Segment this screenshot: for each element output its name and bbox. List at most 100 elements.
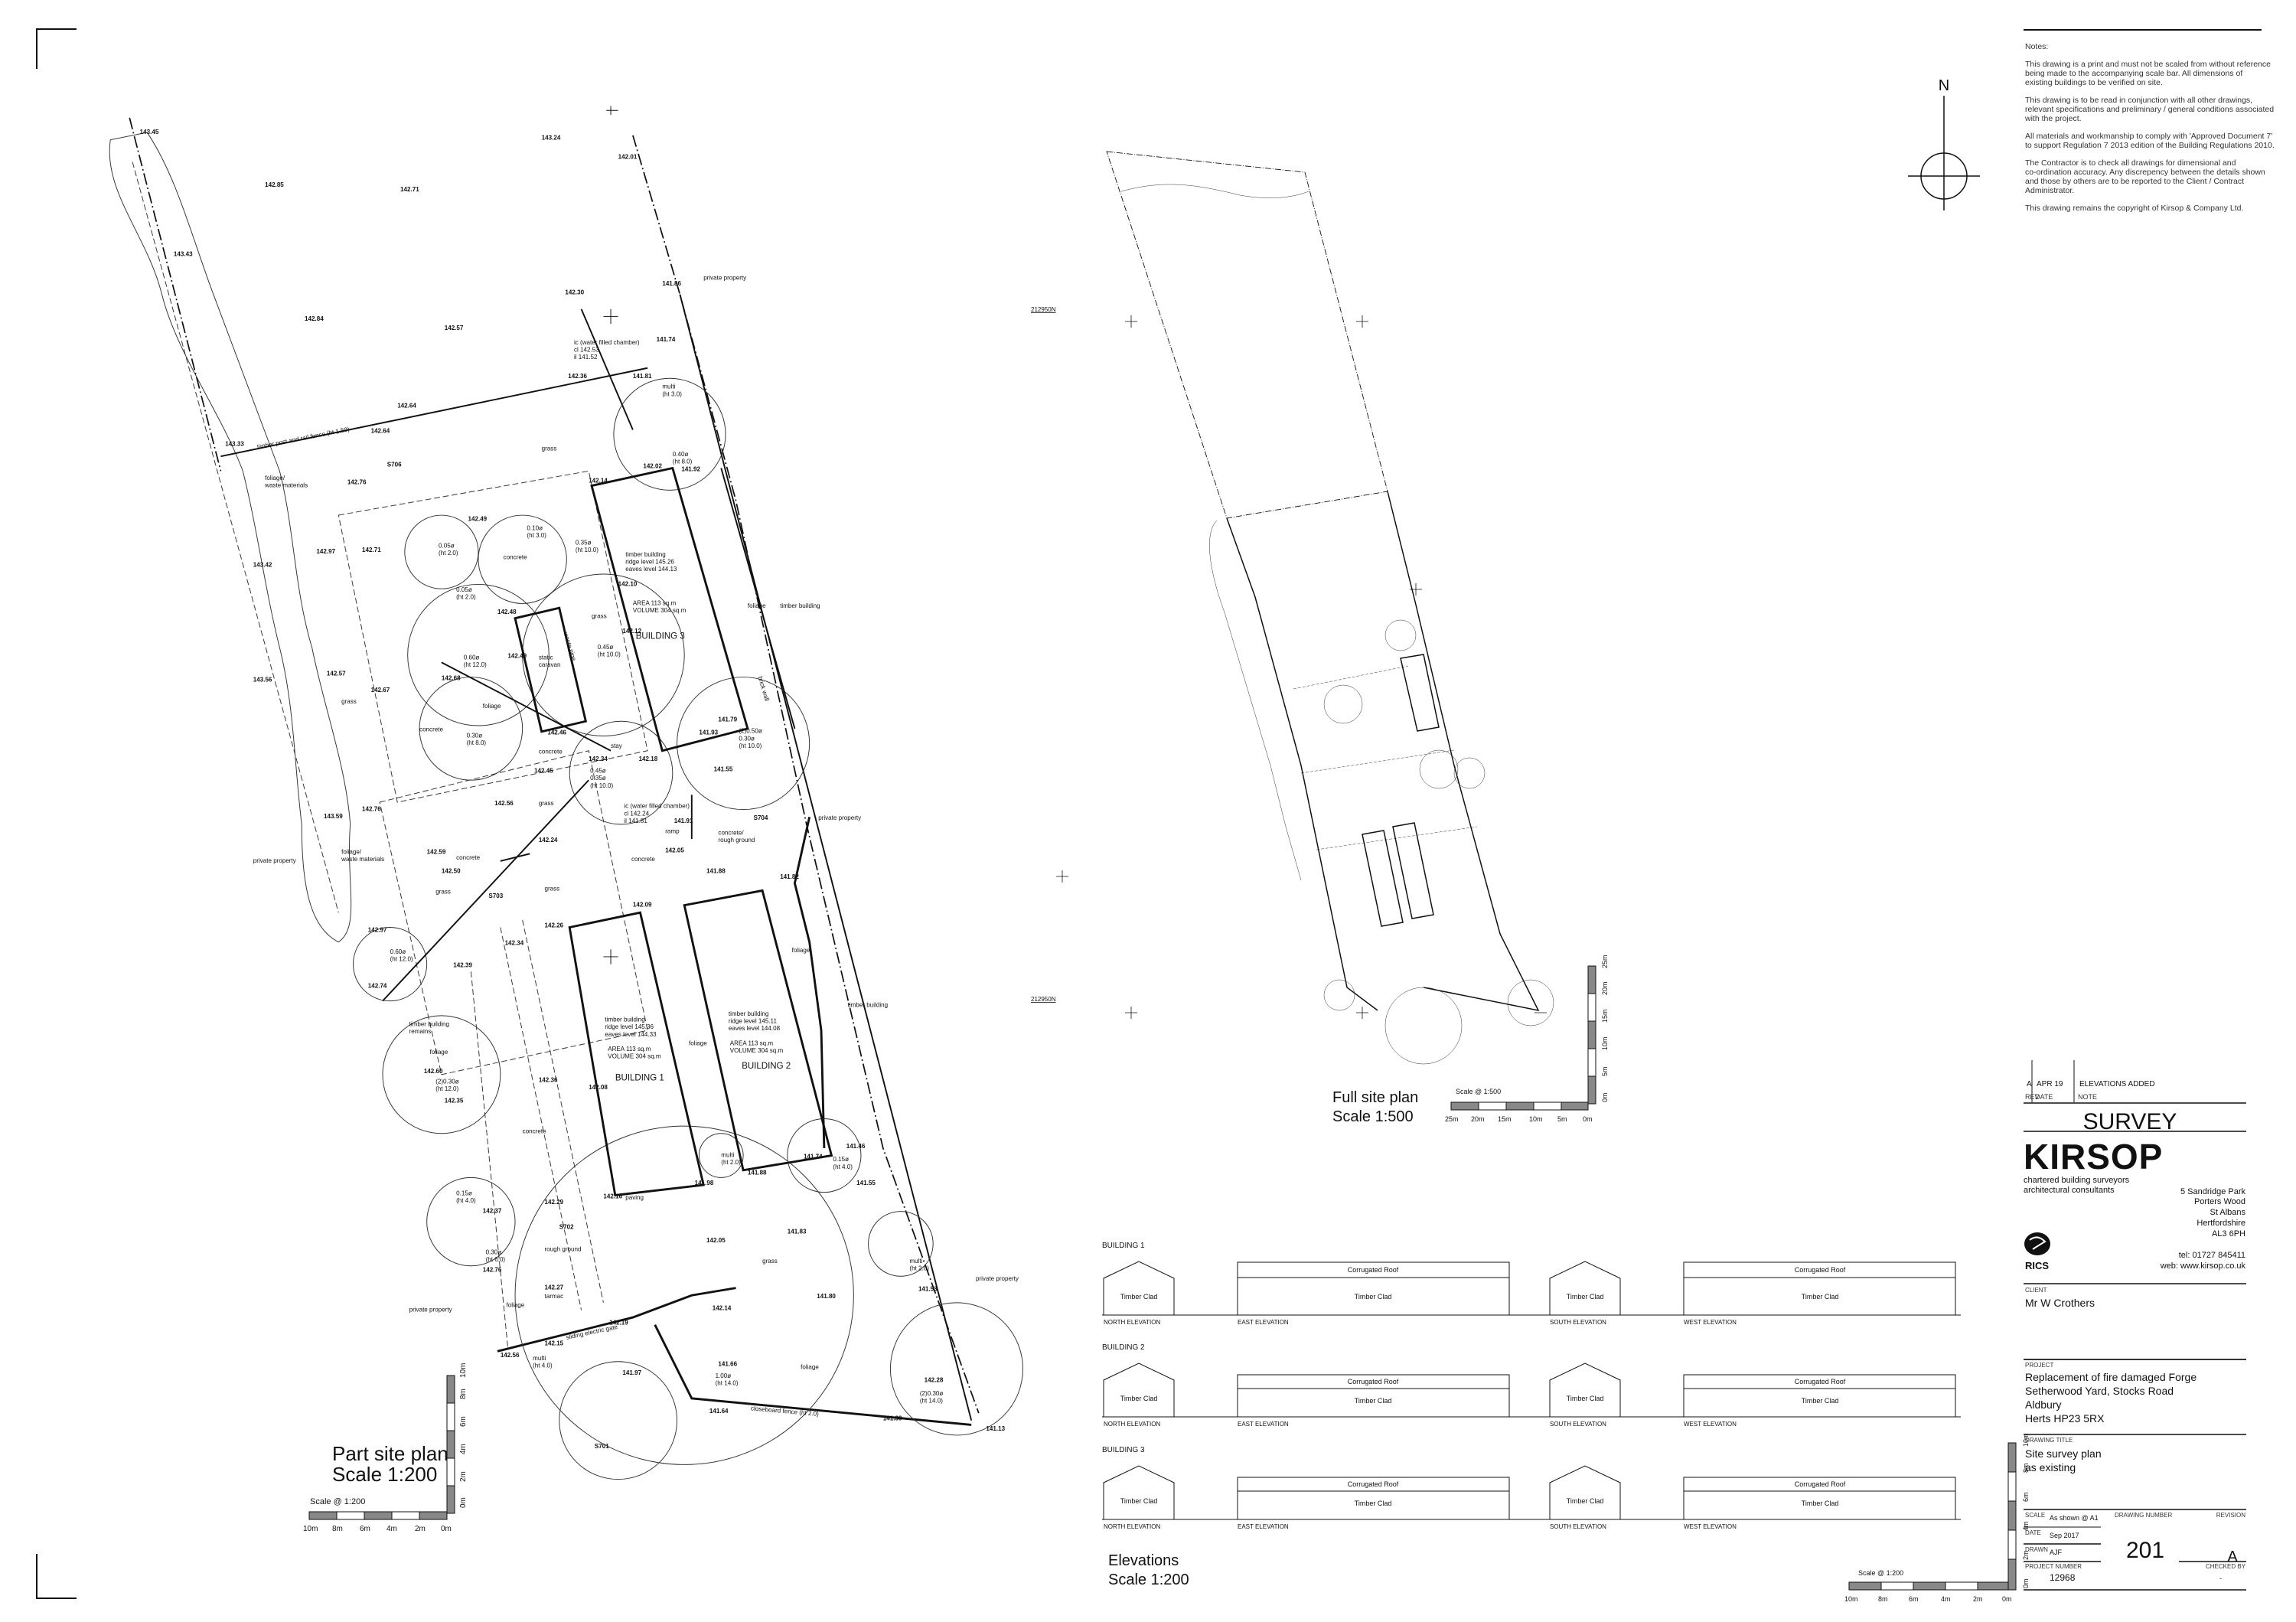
svg-text:WEST ELEVATION: WEST ELEVATION (1684, 1523, 1737, 1530)
svg-text:142.50: 142.50 (442, 867, 461, 874)
svg-text:142.01: 142.01 (618, 154, 638, 161)
tree-canopies (353, 377, 1023, 1480)
svg-text:Timber Clad: Timber Clad (1802, 1293, 1839, 1301)
svg-text:S704: S704 (754, 814, 768, 821)
svg-text:Replacement of fire damaged Fo: Replacement of fire damaged Forge (2025, 1371, 2197, 1383)
svg-text:This drawing is to be read in: This drawing is to be read in conjunctio… (2025, 96, 2252, 105)
svg-text:(ht 14.0): (ht 14.0) (716, 1380, 739, 1387)
site-boundary (129, 117, 980, 1414)
svg-text:SOUTH ELEVATION: SOUTH ELEVATION (1550, 1523, 1606, 1530)
svg-text:chartered building surveyors: chartered building surveyors (2024, 1176, 2130, 1185)
svg-text:142.76: 142.76 (362, 806, 381, 813)
svg-text:15m: 15m (1498, 1115, 1512, 1123)
svg-text:0m: 0m (2022, 1578, 2030, 1588)
elevations: BUILDING 1 Timber Clad Corrugated Roof T… (1102, 1242, 1961, 1588)
svg-text:Corrugated Roof: Corrugated Roof (1348, 1378, 1399, 1385)
svg-text:rough ground: rough ground (718, 837, 755, 844)
svg-text:paving: paving (625, 1194, 644, 1201)
svg-text:tarmac: tarmac (545, 1293, 564, 1300)
north-label: N (1939, 77, 1949, 94)
svg-text:142.46: 142.46 (547, 729, 566, 736)
svg-text:Corrugated Roof: Corrugated Roof (1348, 1266, 1399, 1274)
svg-text:10m: 10m (1601, 1036, 1609, 1050)
svg-text:0.30ø: 0.30ø (467, 732, 483, 739)
revision-note: ELEVATIONS ADDED (2079, 1080, 2155, 1088)
svg-text:25m: 25m (1601, 955, 1609, 968)
svg-text:141.46: 141.46 (846, 1143, 866, 1150)
svg-text:(ht 2.0): (ht 2.0) (909, 1265, 929, 1272)
svg-text:141.91: 141.91 (674, 818, 693, 824)
svg-text:All materials and workmanship: All materials and workmanship to comply … (2025, 132, 2272, 141)
svg-text:NOTE: NOTE (2078, 1093, 2097, 1101)
svg-text:NORTH ELEVATION: NORTH ELEVATION (1104, 1421, 1160, 1428)
svg-text:2m: 2m (1973, 1595, 1983, 1603)
svg-text:Timber Clad: Timber Clad (1567, 1293, 1604, 1301)
svg-text:141.79: 141.79 (718, 716, 737, 723)
svg-text:142.39: 142.39 (453, 961, 472, 968)
svg-text:waste materials: waste materials (264, 482, 308, 489)
svg-text:grass: grass (435, 888, 451, 895)
svg-text:foliage: foliage (507, 1302, 525, 1309)
svg-text:NORTH ELEVATION: NORTH ELEVATION (1104, 1523, 1160, 1530)
svg-text:being made to the accompanying: being made to the accompanying scale bar… (2025, 69, 2242, 78)
svg-text:Porters Wood: Porters Wood (2194, 1197, 2245, 1206)
svg-text:S703: S703 (488, 893, 503, 899)
svg-text:0.10ø: 0.10ø (527, 524, 543, 531)
svg-text:0m: 0m (1583, 1115, 1593, 1123)
svg-text:foliage: foliage (689, 1039, 707, 1046)
svg-text:concrete: concrete (539, 749, 563, 756)
spot-levels: 143.45 143.24 142.01 142.85 142.71 143.4… (140, 129, 1006, 1432)
svg-text:grass: grass (592, 613, 607, 620)
svg-text:to support Regulation 7 2013 e: to support Regulation 7 2013 edition of … (2025, 141, 2275, 150)
svg-text:(ht 4.0): (ht 4.0) (533, 1362, 553, 1369)
svg-text:8m: 8m (2022, 1463, 2030, 1473)
svg-text:timber building: timber building (625, 551, 665, 558)
svg-text:141.97: 141.97 (622, 1369, 641, 1376)
svg-text:DRAWN: DRAWN (2025, 1546, 2048, 1553)
svg-text:5 Sandridge Park: 5 Sandridge Park (2180, 1187, 2245, 1196)
svg-text:142.29: 142.29 (545, 1199, 564, 1206)
revision-date: APR 19 (2037, 1080, 2063, 1088)
svg-text:142.27: 142.27 (545, 1284, 564, 1291)
svg-text:timber building: timber building (605, 1017, 644, 1023)
svg-text:EAST ELEVATION: EAST ELEVATION (1238, 1421, 1289, 1428)
svg-text:142.05: 142.05 (706, 1237, 726, 1244)
svg-text:142.30: 142.30 (565, 289, 584, 296)
building-2-outline (683, 889, 833, 1172)
svg-text:Notes:: Notes: (2025, 42, 2048, 51)
svg-text:multi: multi (533, 1355, 546, 1362)
svg-text:(2)0.50ø: (2)0.50ø (739, 728, 762, 735)
svg-text:(ht 2.0): (ht 2.0) (456, 594, 476, 601)
svg-text:cl 142.53: cl 142.53 (574, 347, 599, 354)
svg-text:eaves level 144.08: eaves level 144.08 (729, 1025, 781, 1032)
svg-text:0.45ø: 0.45ø (598, 644, 614, 651)
svg-text:PROJECT: PROJECT (2025, 1362, 2053, 1369)
svg-text:0m: 0m (1601, 1092, 1609, 1102)
svg-text:142.15: 142.15 (545, 1340, 564, 1347)
svg-text:25m: 25m (1445, 1115, 1459, 1123)
svg-text:caravan: caravan (539, 661, 561, 668)
svg-text:foliage: foliage (483, 703, 501, 710)
drawing-status: SURVEY (2083, 1109, 2177, 1134)
foliage-band (109, 132, 352, 943)
svg-text:142.67: 142.67 (371, 687, 390, 694)
svg-text:S702: S702 (559, 1224, 574, 1231)
svg-text:142.68: 142.68 (442, 674, 461, 681)
svg-text:5m: 5m (1601, 1066, 1609, 1076)
svg-text:Aldbury: Aldbury (2025, 1398, 2061, 1411)
svg-text:(ht 10.0): (ht 10.0) (598, 651, 621, 658)
elevations-scale-bar: Scale @ 1:200 10m 8m 6m 4m 2m 0m 0m 2m 4… (1844, 1433, 2030, 1603)
svg-text:concrete: concrete (504, 554, 527, 561)
svg-text:(ht 6.0): (ht 6.0) (486, 1256, 506, 1263)
svg-text:Administrator.: Administrator. (2025, 186, 2074, 195)
svg-text:multi: multi (662, 383, 675, 390)
svg-text:DRAWING TITLE: DRAWING TITLE (2025, 1437, 2073, 1444)
svg-text:142.57: 142.57 (445, 325, 464, 331)
svg-text:DATE: DATE (2025, 1529, 2041, 1536)
svg-text:0.05ø: 0.05ø (439, 542, 455, 549)
svg-text:141.86: 141.86 (662, 280, 681, 287)
svg-text:142.10: 142.10 (618, 580, 638, 587)
svg-text:ridge level 145.26: ridge level 145.26 (625, 559, 674, 566)
svg-text:(ht 2.0): (ht 2.0) (439, 550, 458, 556)
svg-text:4m: 4m (1941, 1595, 1951, 1603)
